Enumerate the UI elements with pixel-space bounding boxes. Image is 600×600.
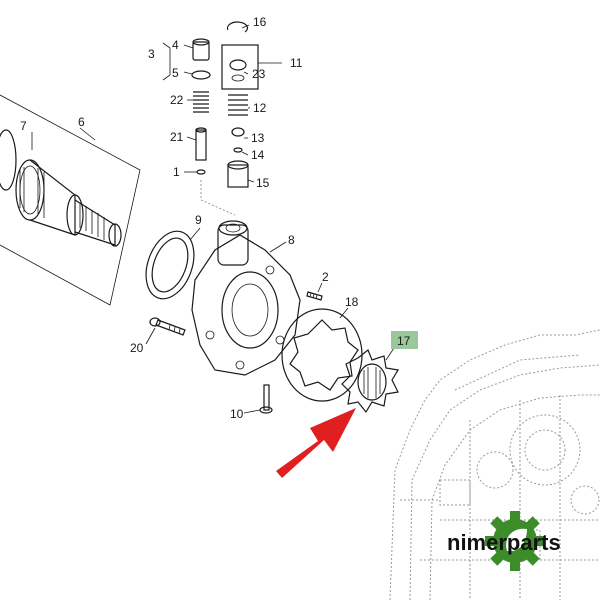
callout-labels: 3 4 5 22 21 1 16 11 23 12 13 14 15 7 6 9…	[20, 15, 359, 421]
leaf-icon	[506, 528, 527, 552]
outer-rotor	[281, 308, 363, 402]
callout-8: 8	[288, 233, 295, 247]
pump-housing	[191, 220, 301, 376]
bolt-20	[149, 317, 186, 336]
callout-11: 11	[290, 56, 303, 70]
callout-23: 23	[252, 67, 266, 81]
bolt-10	[259, 384, 273, 414]
callout-16: 16	[253, 15, 267, 29]
transmission-housing	[389, 329, 600, 600]
callout-2: 2	[322, 270, 329, 284]
bolt-2	[306, 291, 323, 301]
callout-3: 3	[148, 47, 155, 61]
callout-18: 18	[345, 295, 359, 309]
callout-13: 13	[251, 131, 265, 145]
brand-logo: nimerparts	[447, 511, 561, 571]
callout-6: 6	[78, 115, 85, 129]
callout-7: 7	[20, 119, 27, 133]
callout-17: 17	[397, 334, 411, 348]
brand-name: nimerparts	[447, 530, 561, 555]
callout-12: 12	[253, 101, 267, 115]
callout-15: 15	[256, 176, 270, 190]
callout-1: 1	[173, 165, 180, 179]
callout-20: 20	[130, 341, 144, 355]
callout-4: 4	[172, 38, 179, 52]
highlight-box	[391, 331, 418, 349]
inner-gear	[341, 349, 399, 414]
drive-shaft-assembly	[0, 94, 141, 306]
highlight-tag: 17	[391, 331, 418, 349]
callout-10: 10	[230, 407, 244, 421]
leader-lines	[31, 24, 395, 414]
callout-14: 14	[251, 148, 265, 162]
seal-ring	[145, 230, 195, 300]
valve-stack-right	[221, 21, 259, 188]
callout-5: 5	[172, 66, 179, 80]
red-arrow-indicator	[276, 408, 356, 478]
arrow-icon	[276, 408, 356, 478]
callout-9: 9	[195, 213, 202, 227]
callout-21: 21	[170, 130, 184, 144]
valve-stack-left	[191, 38, 236, 216]
callout-22: 22	[170, 93, 184, 107]
gear-icon	[485, 511, 545, 571]
